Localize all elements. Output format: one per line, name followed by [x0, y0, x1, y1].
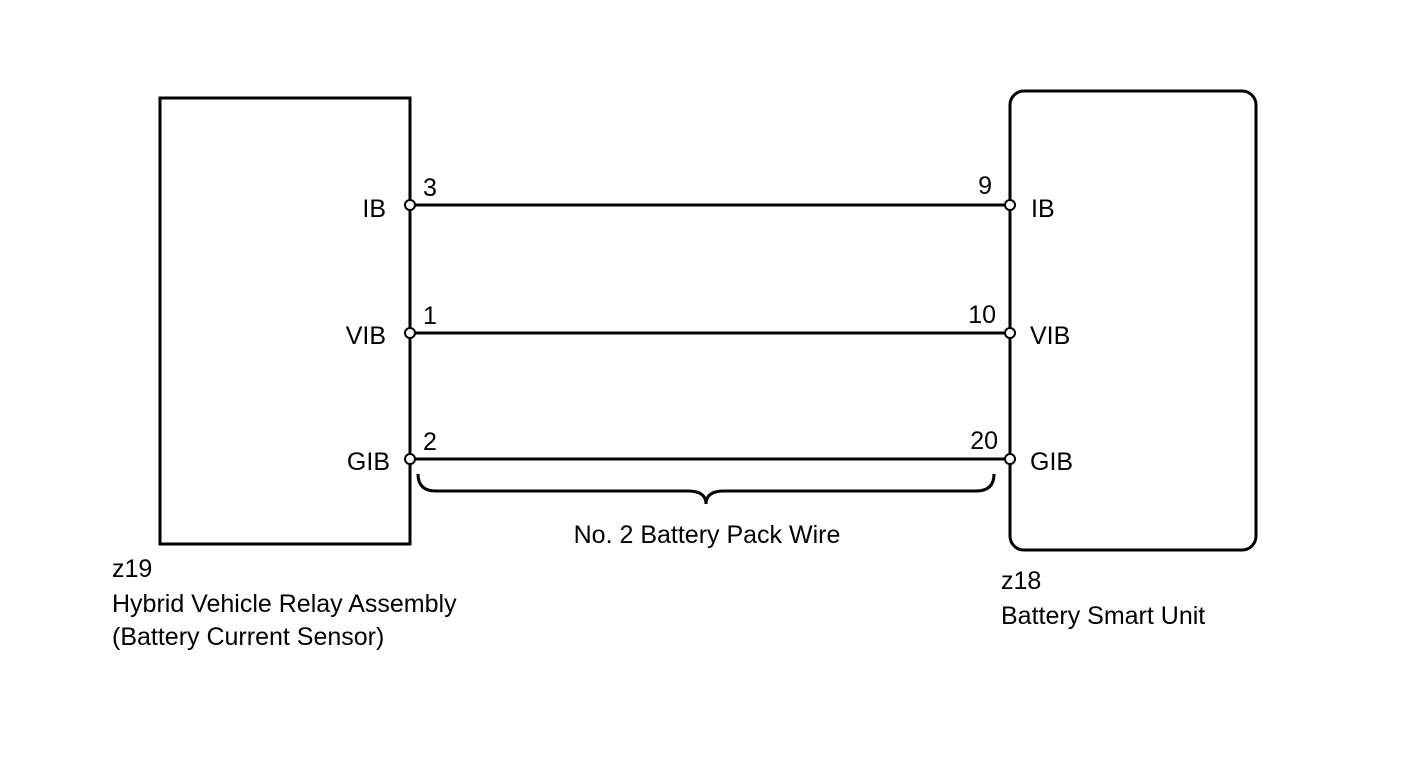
- right-component-name: Battery Smart Unit: [1001, 602, 1205, 630]
- left-pin-label-gib: GIB: [347, 448, 390, 476]
- left-component-subname: (Battery Current Sensor): [112, 623, 384, 651]
- right-pin-number-vib: 10: [968, 301, 996, 329]
- right-pin-number-gib: 20: [970, 427, 998, 455]
- relay-assembly-box: [158, 96, 412, 546]
- right-pin-label-vib: VIB: [1030, 322, 1070, 350]
- left-pin-number-vib: 1: [423, 302, 437, 330]
- right-pin-number-ib: 9: [978, 172, 992, 200]
- left-pin-number-gib: 2: [423, 428, 437, 456]
- right-terminal-gib: [1004, 453, 1016, 465]
- left-terminal-gib: [404, 453, 416, 465]
- right-pin-label-gib: GIB: [1030, 448, 1073, 476]
- left-component-name: Hybrid Vehicle Relay Assembly: [112, 590, 457, 618]
- battery-smart-unit-box: [1008, 89, 1258, 552]
- left-terminal-vib: [404, 327, 416, 339]
- left-pin-number-ib: 3: [423, 174, 437, 202]
- right-component-code: z18: [1001, 567, 1041, 595]
- left-pin-label-ib: IB: [362, 195, 386, 223]
- right-pin-label-ib: IB: [1031, 195, 1055, 223]
- left-terminal-ib: [404, 199, 416, 211]
- left-component-code: z19: [112, 555, 152, 583]
- right-terminal-ib: [1004, 199, 1016, 211]
- right-terminal-vib: [1004, 327, 1016, 339]
- left-pin-label-vib: VIB: [346, 322, 386, 350]
- harness-label: No. 2 Battery Pack Wire: [574, 521, 841, 549]
- harness-brace: [416, 473, 996, 505]
